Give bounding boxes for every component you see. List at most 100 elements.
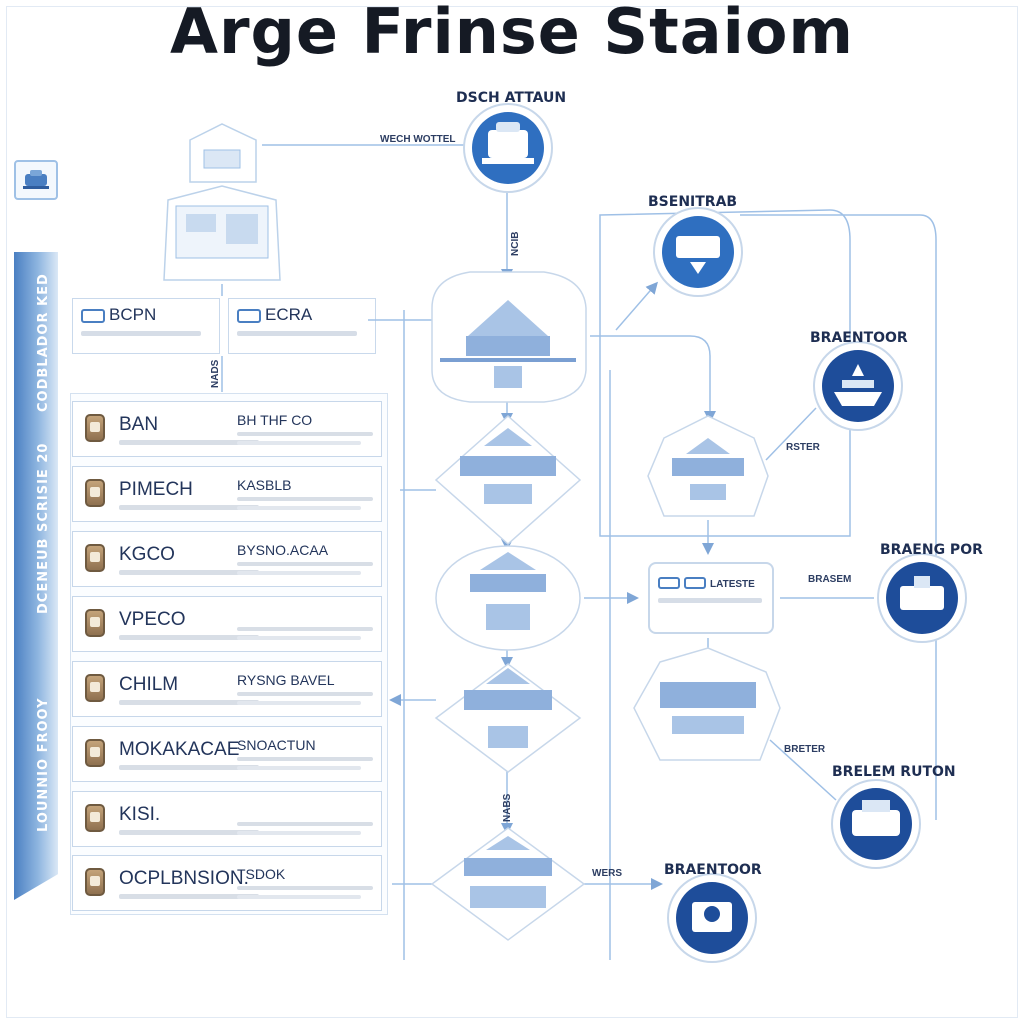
tag-icon bbox=[237, 308, 261, 323]
list-item[interactable]: CHILM RYSNG BAVEL bbox=[72, 661, 382, 717]
circle-label: BRELEM RUTON bbox=[832, 764, 956, 780]
mid-card-label: LATESTE bbox=[710, 579, 755, 590]
connector-label: NABS bbox=[502, 793, 513, 822]
placeholder-line bbox=[658, 598, 762, 603]
placeholder-line bbox=[237, 627, 373, 631]
connector-label: WECH WOTTEL bbox=[380, 134, 456, 145]
placeholder-line bbox=[237, 331, 357, 336]
row-name: OCPLBNSION. bbox=[119, 868, 249, 889]
tag-icon bbox=[81, 308, 105, 323]
row-name: VPECO bbox=[119, 609, 186, 630]
row-value: TSDOK bbox=[237, 866, 286, 882]
row-name: MOKAKACAE bbox=[119, 739, 240, 760]
page-frame bbox=[6, 6, 1018, 1018]
machine-icon[interactable] bbox=[14, 160, 58, 200]
list-item[interactable]: MOKAKACAE SNOACTUN bbox=[72, 726, 382, 782]
circle-label: BRAENTOOR bbox=[664, 862, 762, 878]
canister-icon bbox=[85, 479, 105, 507]
octagon-node bbox=[647, 415, 769, 517]
left-vertical-banner bbox=[14, 252, 58, 900]
placeholder-line bbox=[237, 506, 361, 510]
placeholder-line bbox=[119, 635, 259, 640]
top-card-label: BCPN bbox=[109, 305, 157, 324]
placeholder-line bbox=[119, 440, 259, 445]
mid-card[interactable]: LATESTE bbox=[648, 562, 774, 634]
circle-label: DSCH ATTAUN bbox=[456, 90, 567, 106]
placeholder-line bbox=[237, 562, 373, 566]
placeholder-line bbox=[237, 831, 361, 835]
canister-icon bbox=[85, 868, 105, 896]
tag-icon bbox=[658, 576, 680, 589]
row-value: KASBLB bbox=[237, 477, 292, 493]
circle-label: BRAENTOOR bbox=[810, 330, 908, 346]
placeholder-line bbox=[119, 570, 259, 575]
diamond-node bbox=[430, 827, 586, 941]
connector-label: BRASEM bbox=[808, 574, 852, 585]
connector-line bbox=[765, 407, 817, 461]
connector-line bbox=[740, 214, 937, 820]
list-item[interactable]: PIMECH KASBLB bbox=[72, 466, 382, 522]
placeholder-line bbox=[119, 830, 259, 835]
circle-label: BSENITRAB bbox=[648, 194, 738, 210]
connector-line bbox=[615, 281, 658, 331]
placeholder-line bbox=[237, 432, 373, 436]
top-card-2[interactable]: ECRA bbox=[228, 298, 376, 354]
row-value: BH THF CO bbox=[237, 412, 313, 428]
placeholder-line bbox=[237, 757, 373, 761]
placeholder-line bbox=[119, 505, 259, 510]
equipment-icon bbox=[653, 207, 743, 297]
machine-icon bbox=[463, 103, 553, 193]
canister-icon bbox=[85, 414, 105, 442]
row-name: CHILM bbox=[119, 674, 179, 695]
placeholder-line bbox=[237, 701, 361, 705]
placeholder-line bbox=[237, 636, 361, 640]
placeholder-line bbox=[237, 822, 373, 826]
row-value: BYSNO.ACAA bbox=[237, 542, 329, 558]
placeholder-line bbox=[237, 766, 361, 770]
diamond-node bbox=[434, 663, 582, 773]
top-house-node bbox=[163, 123, 281, 281]
row-name: PIMECH bbox=[119, 479, 193, 500]
building-node-top bbox=[431, 271, 587, 403]
row-value: RYSNG BAVEL bbox=[237, 672, 335, 688]
placeholder-line bbox=[119, 700, 259, 705]
circle-label: BRAENG POR bbox=[880, 542, 983, 558]
connector-label: NCIB bbox=[510, 231, 521, 256]
tag-icon bbox=[684, 576, 706, 589]
row-name: KISI. bbox=[119, 804, 161, 825]
canister-icon bbox=[85, 804, 105, 832]
placeholder-line bbox=[119, 765, 259, 770]
list-item[interactable]: OCPLBNSION. TSDOK bbox=[72, 855, 382, 911]
list-item[interactable]: KISI. bbox=[72, 791, 382, 847]
feedback-loop bbox=[599, 209, 851, 537]
connector-label: RSTER bbox=[786, 442, 820, 453]
placeholder-line bbox=[237, 571, 361, 575]
connector-label: WERS bbox=[592, 868, 622, 879]
tool-icon bbox=[877, 553, 967, 643]
diamond-node bbox=[434, 414, 582, 546]
row-name: BAN bbox=[119, 414, 159, 435]
page-title: Arge Frinse Staiom bbox=[169, 0, 855, 68]
placeholder-line bbox=[237, 895, 361, 899]
placeholder-line bbox=[237, 886, 373, 890]
top-card-1[interactable]: BCPN bbox=[72, 298, 220, 354]
placeholder-line bbox=[237, 692, 373, 696]
row-value: SNOACTUN bbox=[237, 737, 316, 753]
row-name: KGCO bbox=[119, 544, 175, 565]
placeholder-line bbox=[119, 894, 259, 899]
connector-label: NADS bbox=[210, 359, 221, 388]
camera-icon bbox=[667, 873, 757, 963]
printer-icon bbox=[831, 779, 921, 869]
octagon-node bbox=[633, 647, 781, 761]
list-item[interactable]: VPECO bbox=[72, 596, 382, 652]
connector-line bbox=[590, 335, 716, 423]
connector-line bbox=[769, 739, 837, 801]
placeholder-line bbox=[237, 441, 361, 445]
list-item[interactable]: KGCO BYSNO.ACAA bbox=[72, 531, 382, 587]
connector-label: BRETER bbox=[784, 744, 826, 755]
oval-node bbox=[435, 545, 581, 651]
canister-icon bbox=[85, 674, 105, 702]
list-item[interactable]: BAN BH THF CO bbox=[72, 401, 382, 457]
canister-icon bbox=[85, 739, 105, 767]
